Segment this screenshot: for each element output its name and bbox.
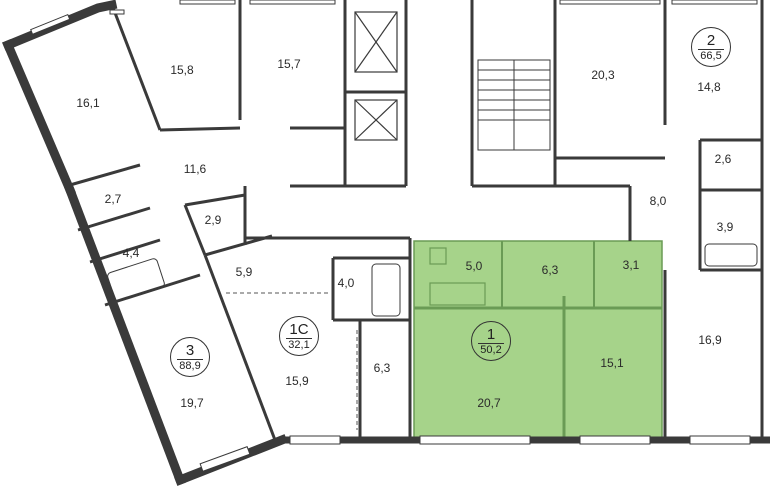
- room-area-label: 2,6: [714, 152, 732, 166]
- room-area-label: 6,3: [541, 263, 559, 277]
- zone-lines: [226, 292, 358, 430]
- apartment-number: 2: [706, 31, 716, 49]
- badge-divider: [478, 342, 504, 344]
- apartment-badge-1c[interactable]: 1С 32,1: [279, 316, 319, 356]
- room-area-label: 15,1: [600, 356, 624, 370]
- stairs: [477, 59, 551, 151]
- room-area-label: 15,7: [277, 57, 301, 71]
- apartment-number: 1С: [289, 320, 309, 338]
- room-area-label: 8,0: [649, 194, 667, 208]
- apartment-badge-1[interactable]: 1 50,2: [471, 321, 511, 361]
- room-area-label: 5,0: [465, 259, 483, 273]
- room-area-label: 2,7: [104, 192, 122, 206]
- badge-divider: [177, 358, 203, 360]
- room-area-label: 4,0: [337, 276, 355, 290]
- room-area-label: 14,8: [697, 80, 721, 94]
- apartment-badge-3[interactable]: 3 88,9: [170, 337, 210, 377]
- apartment-number: 1: [486, 325, 496, 343]
- apartment-area: 88,9: [179, 359, 201, 372]
- bathtubs: [107, 243, 758, 317]
- badge-divider: [286, 337, 312, 339]
- apartment-badge-2[interactable]: 2 66,5: [691, 27, 731, 67]
- room-area-label: 5,9: [235, 265, 253, 279]
- apartment-area: 50,2: [480, 343, 502, 356]
- room-area-label: 15,9: [285, 374, 309, 388]
- room-area-label: 16,9: [698, 333, 722, 347]
- room-area-label: 4,4: [122, 246, 140, 260]
- windows: [30, 0, 758, 472]
- room-area-label: 20,7: [477, 396, 501, 410]
- badge-divider: [698, 48, 724, 50]
- apartment-number: 3: [185, 341, 195, 359]
- room-area-label: 3,1: [622, 258, 640, 272]
- room-area-label: 19,7: [180, 396, 204, 410]
- room-area-label: 6,3: [373, 361, 391, 375]
- apartment-area: 32,1: [288, 338, 310, 351]
- room-area-label: 15,8: [170, 63, 194, 77]
- room-area-label: 3,9: [716, 220, 734, 234]
- room-area-label: 11,6: [183, 162, 207, 176]
- room-area-label: 20,3: [591, 68, 615, 82]
- room-area-label: 2,9: [204, 213, 222, 227]
- room-area-label: 16,1: [76, 96, 100, 110]
- elevator-shafts: [354, 11, 398, 141]
- interior-walls: [69, 0, 762, 441]
- apartment-area: 66,5: [700, 49, 722, 62]
